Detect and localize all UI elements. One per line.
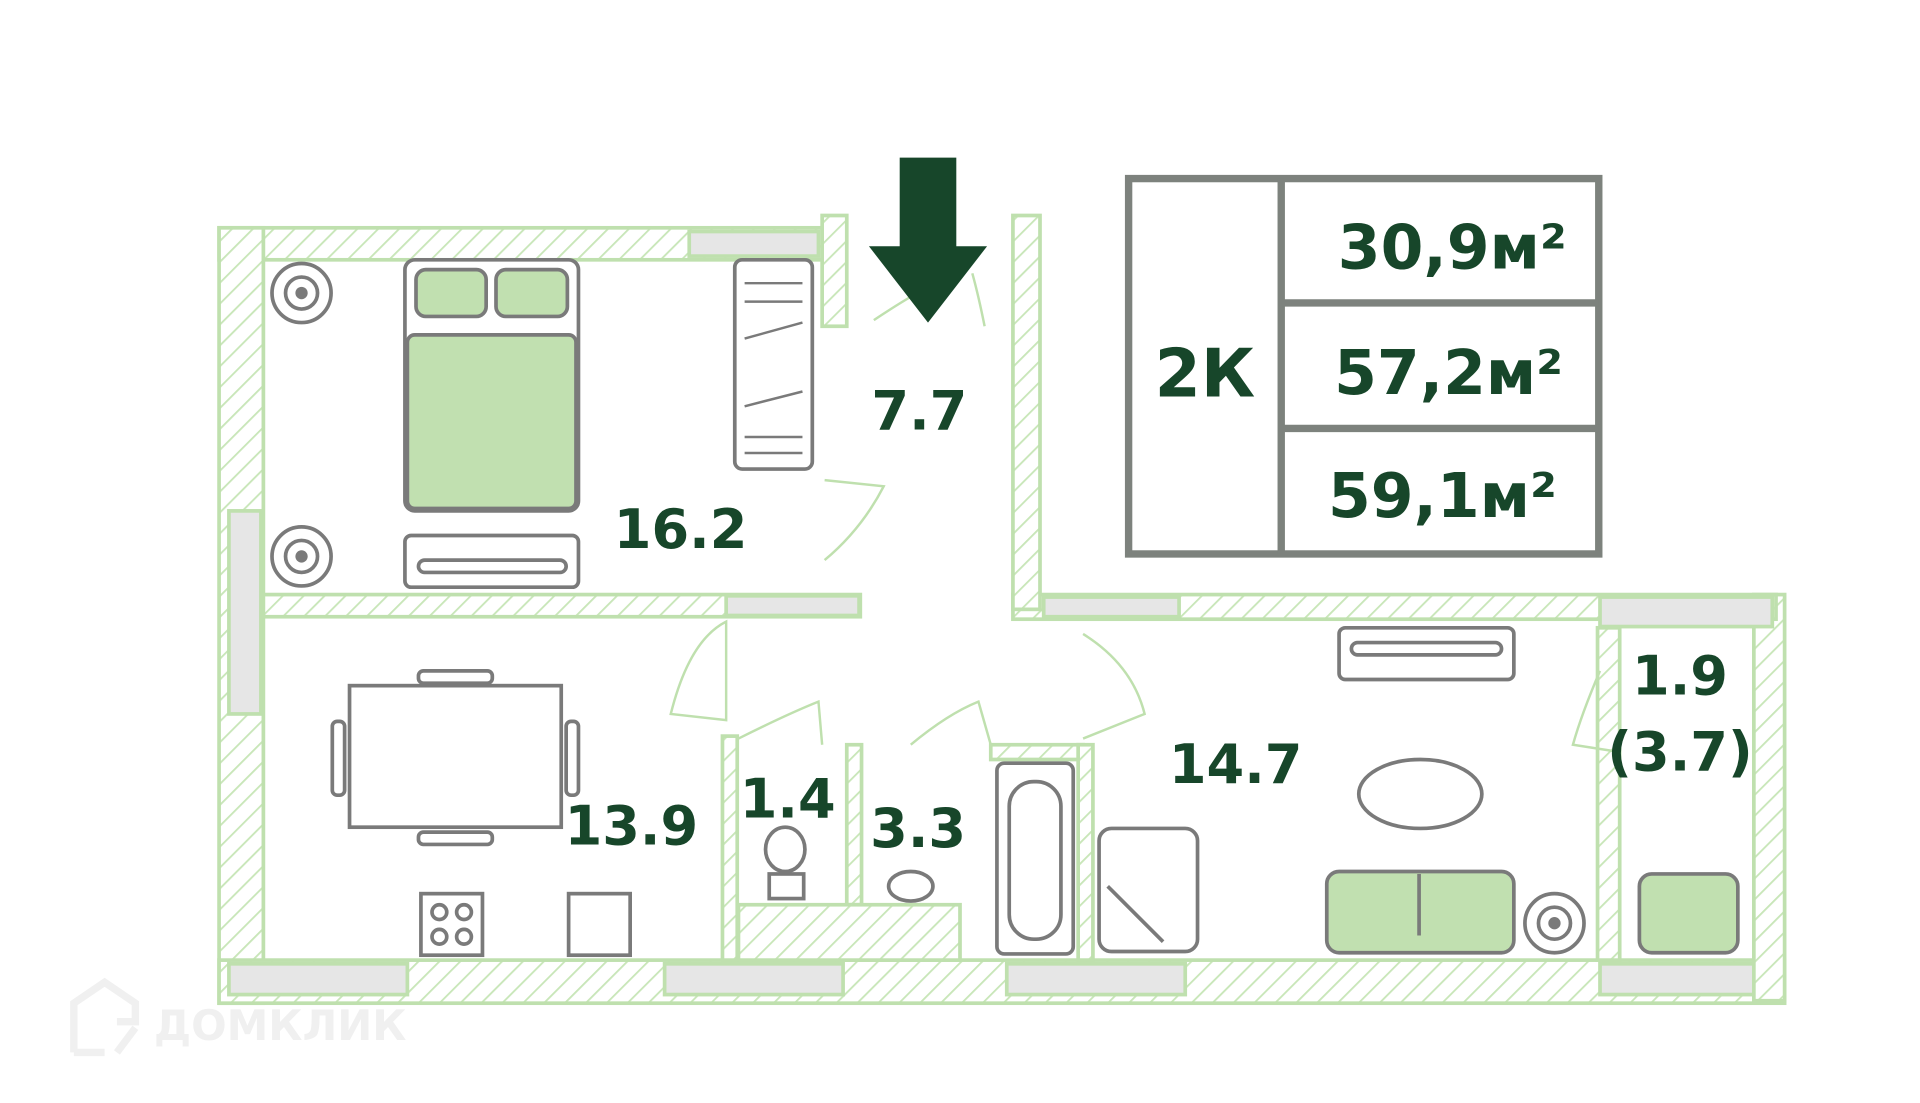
total-area: 57,2м² — [1334, 337, 1563, 409]
wardrobe — [732, 257, 815, 471]
watermark-text: ДОМКЛИК — [154, 1001, 407, 1050]
room-area-balcony: 1.9 — [1632, 644, 1728, 707]
room-area-living: 14.7 — [1169, 733, 1303, 796]
door-swings — [669, 273, 1613, 753]
room-labels: 16.2 7.7 13.9 1.4 3.3 14.7 1.9 (3.7) — [565, 380, 1753, 860]
armchair-icon — [1097, 826, 1740, 955]
area-summary-table: 2К 30,9м² 57,2м² 59,1м² — [1124, 174, 1603, 558]
toilet-icon — [763, 825, 807, 901]
tv-icon — [416, 558, 568, 575]
washbasin-icon — [886, 869, 935, 903]
living-area: 30,9м² — [1338, 211, 1567, 283]
room-area-kitchen: 13.9 — [565, 794, 699, 857]
room-area-bedroom: 16.2 — [614, 498, 748, 561]
room-count: 2К — [1155, 334, 1256, 412]
coffee-table — [1356, 757, 1484, 831]
total-area-with-balcony: 59,1м² — [1328, 460, 1557, 532]
room-area-bathroom: 3.3 — [870, 797, 966, 860]
sofa-icon — [1324, 869, 1516, 955]
room-area-toilet: 1.4 — [740, 767, 836, 830]
room-area-balcony-full: (3.7) — [1607, 721, 1752, 784]
bathtub-icon — [995, 761, 1076, 956]
sink-icon — [566, 891, 633, 958]
domclick-logo — [70, 977, 140, 1057]
room-area-hallway: 7.7 — [871, 380, 967, 443]
tv-icon-living — [1349, 640, 1504, 657]
plant-icon — [270, 261, 1586, 955]
walls — [217, 213, 1787, 1006]
dining-table — [330, 669, 581, 847]
entrance-arrow-icon — [868, 157, 988, 323]
stove-icon — [419, 891, 485, 958]
bed — [403, 257, 581, 513]
